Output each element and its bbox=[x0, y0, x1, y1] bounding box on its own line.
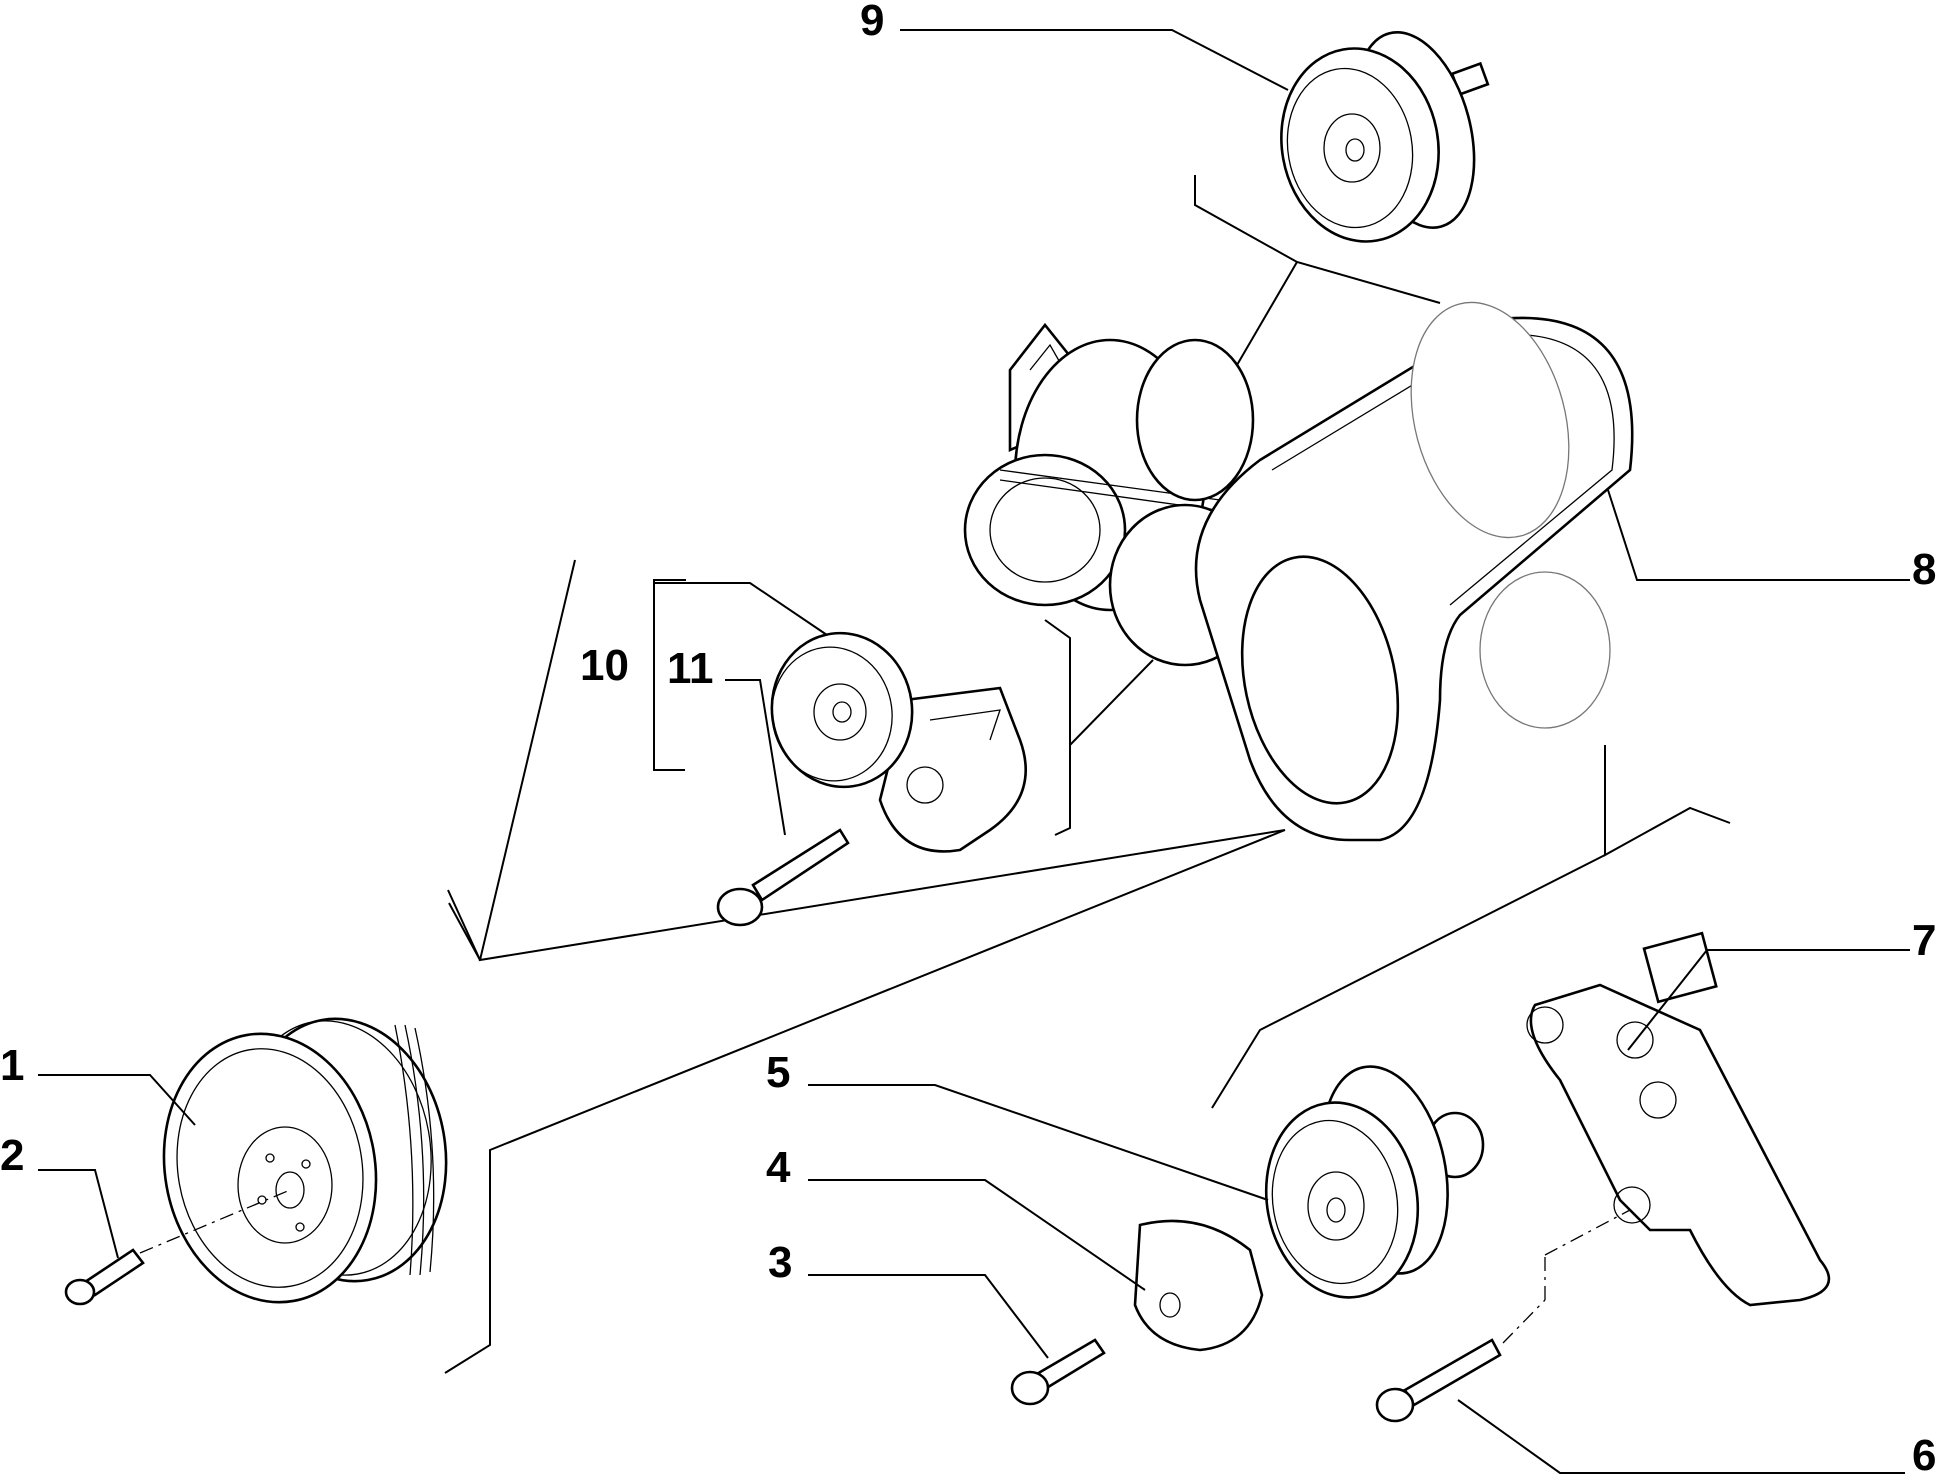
callout-4: 4 bbox=[766, 1143, 791, 1192]
idler-pulley-lower bbox=[1264, 1065, 1485, 1299]
callout-8: 8 bbox=[1912, 545, 1936, 594]
mounting-bracket bbox=[1526, 931, 1831, 1307]
pulley-spacer bbox=[1133, 1219, 1264, 1352]
callout-5: 5 bbox=[766, 1048, 790, 1097]
axis-line-6 bbox=[1502, 1299, 1546, 1344]
axis-line-6c bbox=[1544, 1209, 1631, 1256]
tensioner-bolt bbox=[716, 828, 850, 927]
callout-3: 3 bbox=[768, 1238, 792, 1287]
callout-2: 2 bbox=[0, 1131, 24, 1180]
pulley-bolt-small bbox=[1010, 1338, 1106, 1406]
bracket-bolt bbox=[1375, 1338, 1502, 1423]
callout-9: 9 bbox=[860, 0, 884, 45]
callout-10: 10 bbox=[580, 641, 629, 690]
callout-1: 1 bbox=[0, 1041, 24, 1090]
leader-lines bbox=[38, 29, 1910, 1474]
belt-drive-assembly bbox=[963, 301, 1634, 842]
group-bracket-lines bbox=[444, 175, 1731, 1374]
callout-11: 11 bbox=[667, 644, 714, 693]
crankshaft-pulley bbox=[162, 1017, 448, 1304]
idler-pulley-top bbox=[1280, 31, 1490, 243]
belt-tensioner bbox=[770, 631, 1028, 853]
callout-6: 6 bbox=[1912, 1431, 1936, 1476]
callout-7: 7 bbox=[1912, 916, 1936, 965]
pulley-bolt bbox=[64, 1248, 145, 1306]
